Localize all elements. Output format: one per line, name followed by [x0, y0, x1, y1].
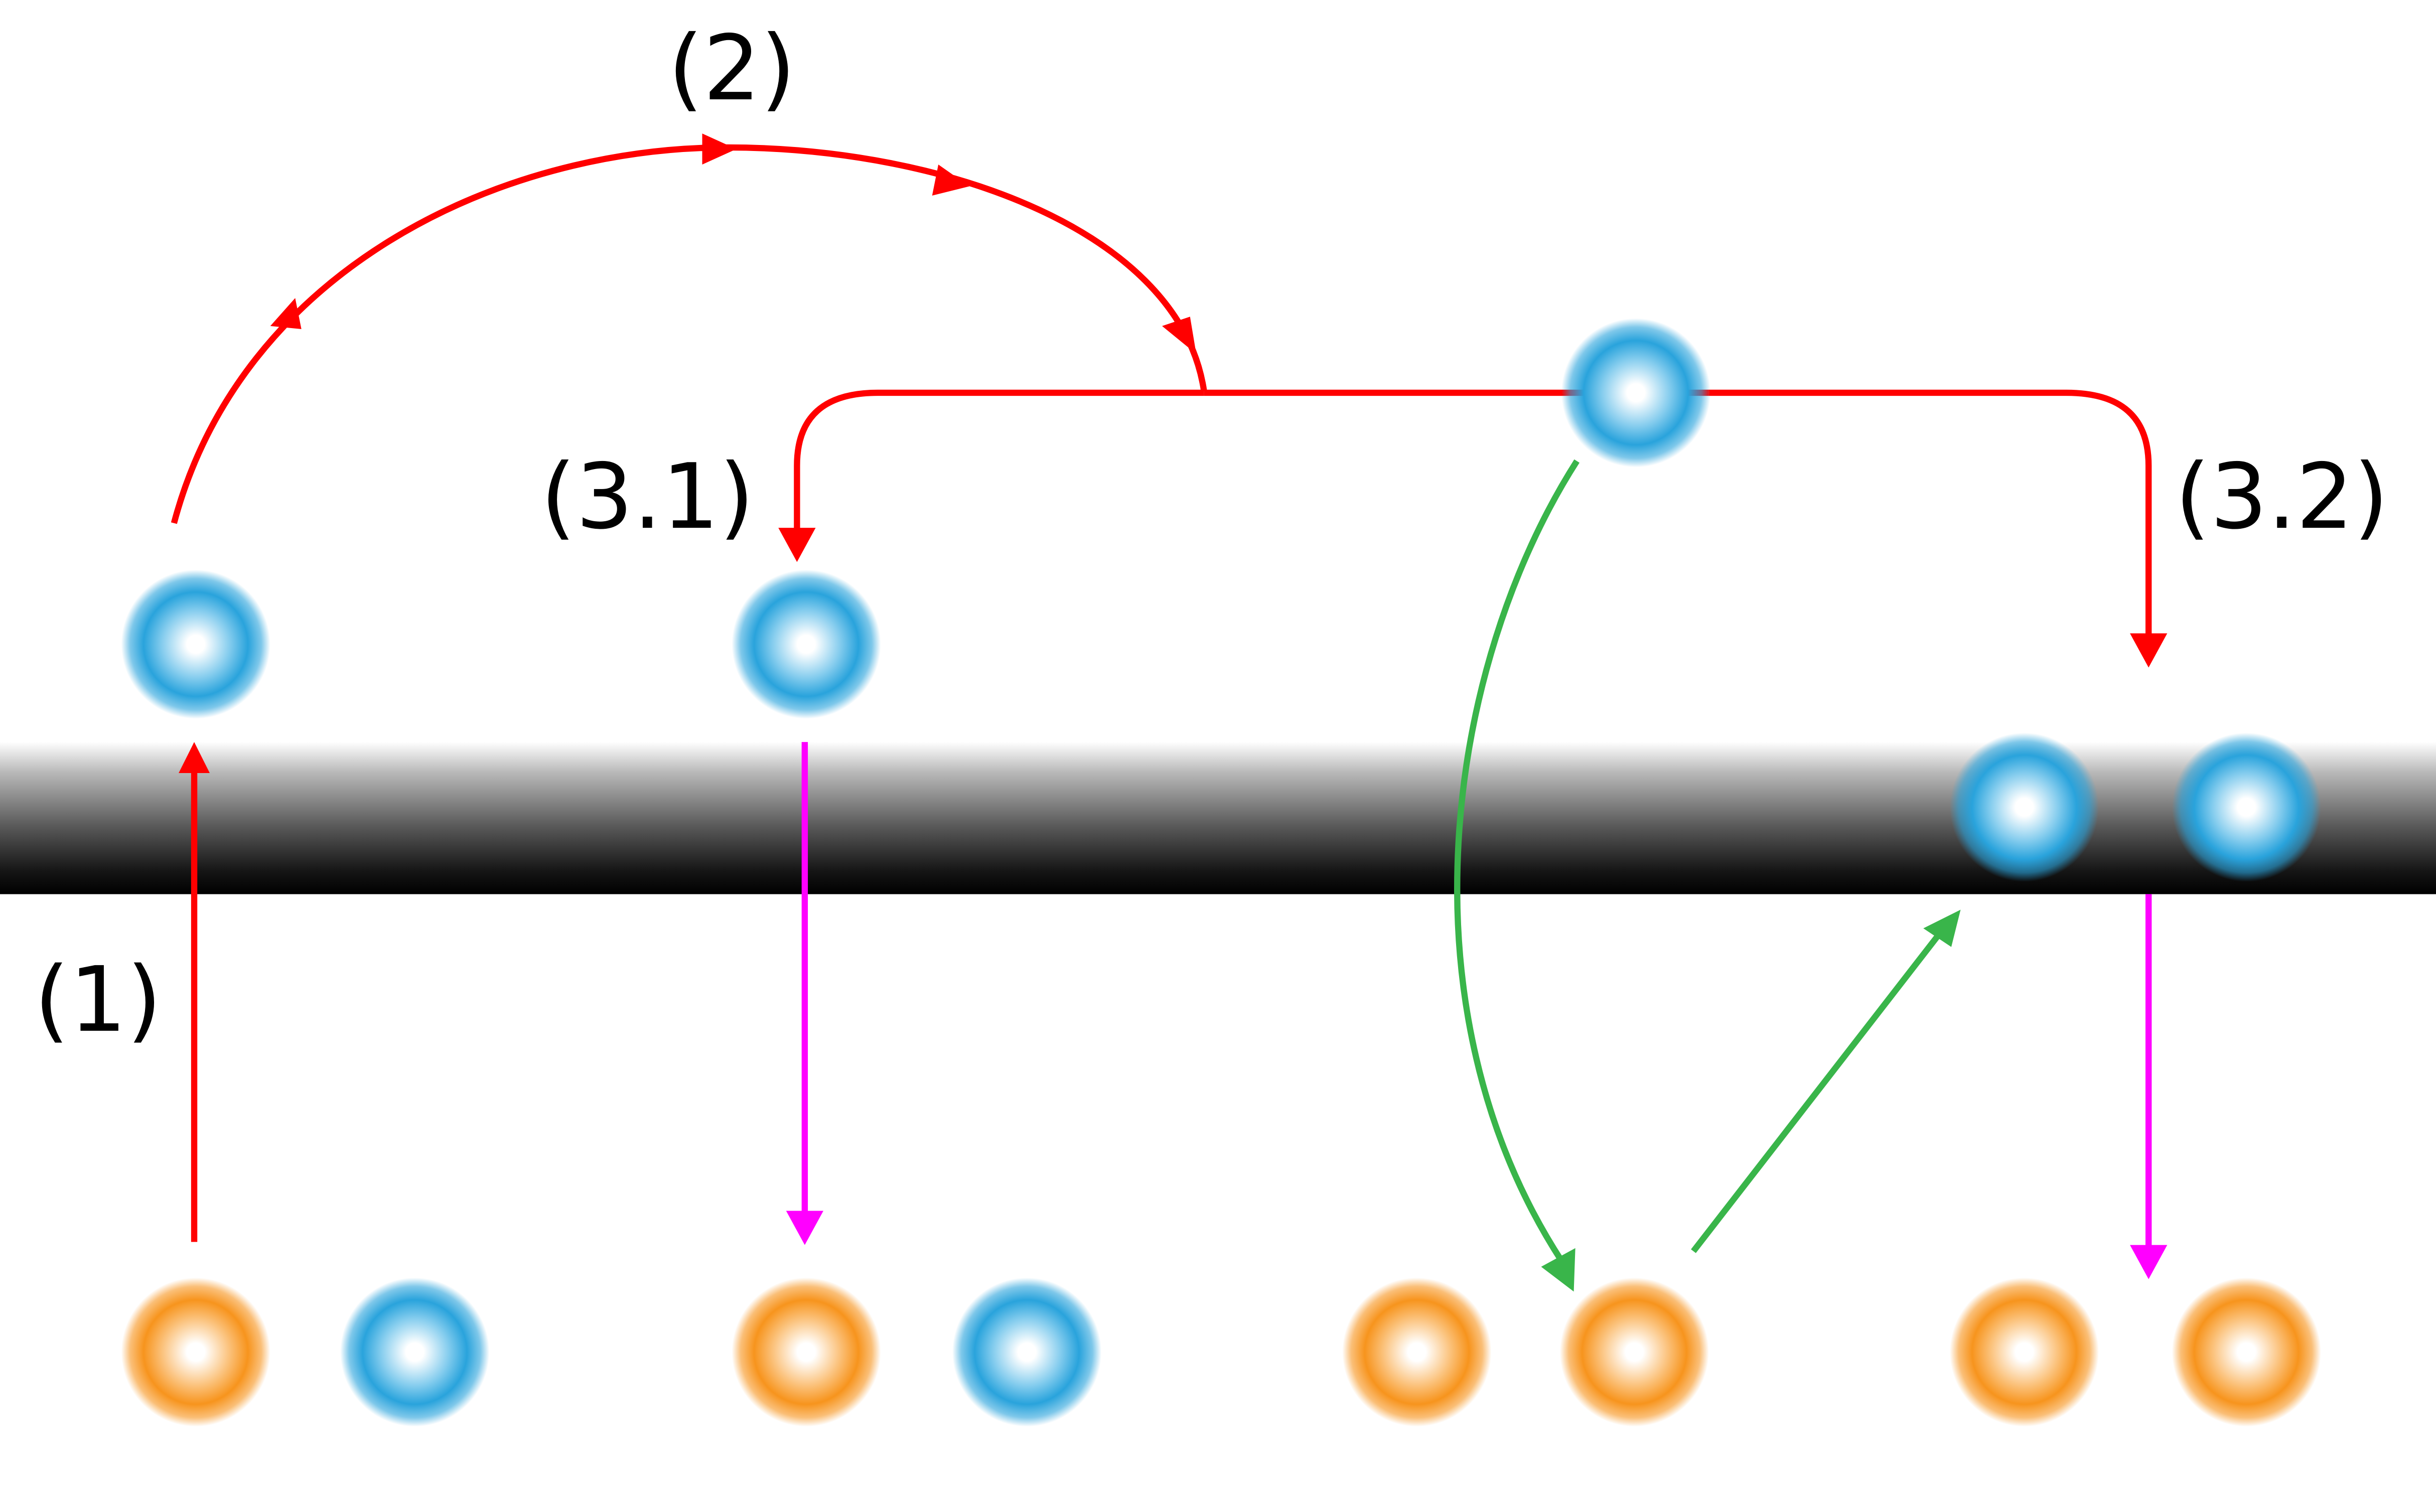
arrow-magenta-right: [2130, 894, 2168, 1279]
blue-particle: [952, 1277, 1102, 1427]
blue-particle: [121, 569, 270, 719]
orange-particle: [1342, 1277, 1492, 1427]
orange-particle: [1559, 1277, 1709, 1427]
blue-particle-surface: [1949, 732, 2099, 882]
label-step-3-2: (3.2): [2175, 444, 2389, 549]
arc-step-2: [171, 133, 1207, 524]
orange-particle: [121, 1277, 270, 1427]
arrow-step-1: [179, 742, 210, 1242]
orange-particle: [732, 1277, 881, 1427]
arrow-magenta-left: [786, 742, 824, 1245]
orange-particle: [1949, 1277, 2099, 1427]
label-step-2: (2): [668, 16, 795, 121]
label-step-3-1: (3.1): [541, 444, 755, 549]
arrow-step-3-1: [778, 389, 1204, 562]
blue-particle-surface: [2172, 732, 2321, 882]
arrow-step-3-2: [1708, 389, 2168, 668]
label-step-1: (1): [34, 948, 162, 1052]
arrow-green-down: [1454, 459, 1580, 1292]
blue-particle: [1561, 318, 1711, 468]
arrow-green-up: [1691, 910, 1961, 1253]
blue-particle: [340, 1277, 490, 1427]
blue-particle: [732, 569, 881, 719]
orange-particle: [2172, 1277, 2321, 1427]
